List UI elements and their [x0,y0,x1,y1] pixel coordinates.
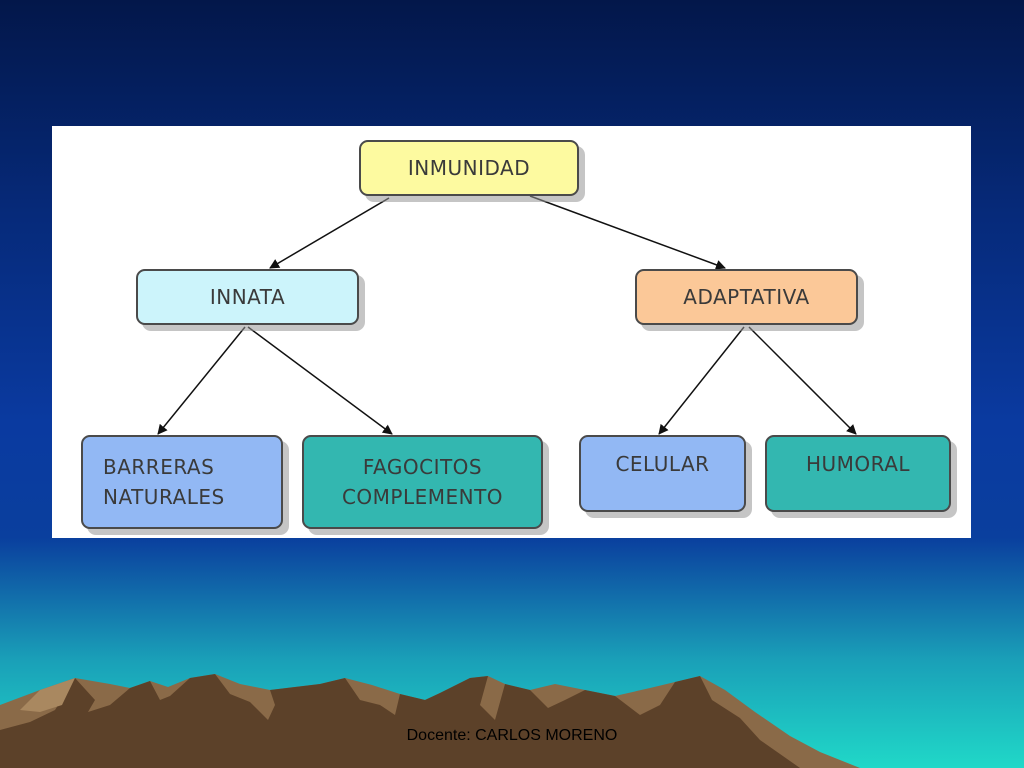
node-barreras-line-1: BARRERAS [103,455,215,479]
node-humoral-label: HUMORAL [805,452,911,476]
mountain-shadow [0,674,800,768]
mountain-highlight [20,678,75,712]
node-inmunidad-label: INMUNIDAD [407,156,531,180]
arrow-innata-barreras [157,326,246,435]
arrow-inmunidad-innata [269,197,390,269]
node-inmunidad: INMUNIDAD [359,140,579,196]
diagram-panel: INMUNIDAD INNATA ADAPTATIVA BARRERAS NAT… [52,126,971,538]
footer-instructor-label: Docente: CARLOS MORENO [406,727,618,744]
arrow-adaptativa-celular [658,326,745,435]
arrow-adaptativa-humoral [748,326,857,435]
node-fagocitos-complemento: FAGOCITOS COMPLEMENTO [302,435,543,529]
node-barreras-line-2: NATURALES [103,485,225,509]
node-celular-label: CELULAR [615,452,710,476]
node-adaptativa-label: ADAPTATIVA [683,285,810,309]
arrow-inmunidad-adaptativa [529,195,726,270]
node-humoral: HUMORAL [765,435,951,512]
node-celular: CELULAR [579,435,746,512]
node-barreras-naturales: BARRERAS NATURALES [81,435,283,529]
node-adaptativa: ADAPTATIVA [635,269,858,325]
node-fagocitos-line-1: FAGOCITOS [362,455,483,479]
node-fagocitos-line-2: COMPLEMENTO [341,485,504,509]
node-innata: INNATA [136,269,359,325]
arrow-innata-fagocitos [247,326,393,435]
node-innata-label: INNATA [209,285,286,309]
diagram-connectors [157,195,857,435]
